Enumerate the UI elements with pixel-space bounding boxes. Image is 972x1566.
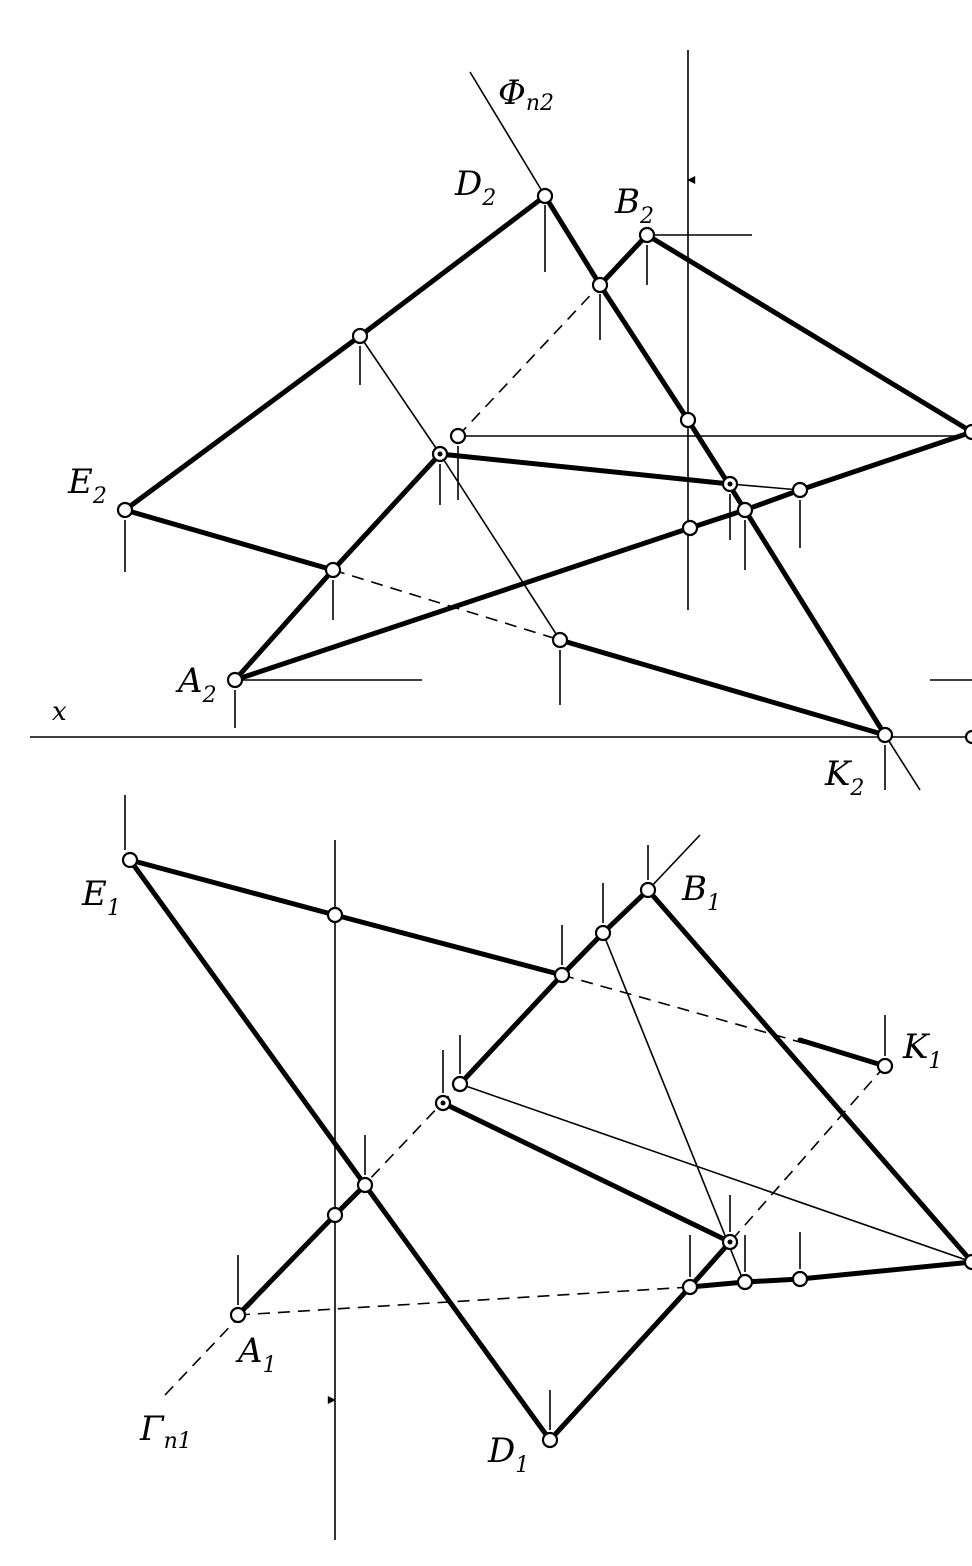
label-e2: E2 [67, 462, 107, 509]
labels: Φп2 D2 B2 E2 A2 x K2 E1 B1 K1 A1 D1 Γп1 [52, 73, 942, 1478]
label-gamma-p1: Γп1 [139, 1409, 192, 1454]
edge-e2-k2-visible [122, 507, 336, 573]
label-b1: B1 [681, 869, 721, 916]
horizontal-projection [121, 795, 972, 1540]
edge-e1-k1-visible [127, 857, 565, 978]
edge-a1-c1-visible [687, 1259, 972, 1290]
point-a1 [229, 1306, 247, 1324]
b1-extension [647, 834, 701, 891]
label-d2: D2 [454, 164, 496, 211]
point-c1 [963, 1253, 972, 1271]
label-e1: E1 [81, 874, 121, 921]
label-phi-p2: Φп2 [498, 73, 554, 116]
point-d2 [536, 187, 554, 205]
construction-line-1 [359, 335, 441, 455]
upper-ticks [124, 205, 886, 790]
edge-b2-c2 [597, 231, 972, 435]
hidden-lower-3 [237, 1286, 691, 1316]
edge-b1-c1 [457, 886, 972, 1265]
label-b2: B2 [614, 182, 654, 229]
upper-points [116, 187, 972, 745]
intersection-line-lower [440, 1100, 733, 1245]
label-x-axis: x [52, 697, 67, 727]
hidden-lower-1 [561, 974, 886, 1067]
construction-lower-1 [602, 932, 746, 1286]
lower-points [121, 851, 972, 1449]
edge-k1-stub [797, 1037, 888, 1069]
hidden-line-upper [457, 284, 601, 437]
point-e2 [116, 501, 134, 519]
intersection-line-upper [437, 451, 733, 487]
label-a2: A2 [175, 661, 217, 708]
edge-k2-visible [557, 637, 888, 738]
construction-lower-2 [459, 1083, 972, 1263]
label-k1: K1 [902, 1027, 942, 1074]
edge-e1-d1 [127, 857, 733, 1444]
label-a1: A1 [235, 1331, 277, 1378]
construction-line-2 [439, 453, 561, 641]
point-b1 [639, 881, 657, 899]
point-k1 [876, 1057, 894, 1075]
plane-trace-k2-extension [884, 734, 921, 791]
point-d1 [541, 1431, 559, 1449]
plane-gamma-trace [164, 1083, 461, 1396]
label-d1: D1 [487, 1431, 529, 1478]
point-c2 [963, 423, 972, 441]
point-b2 [638, 226, 656, 244]
short-construction [729, 483, 801, 491]
point-k2 [876, 726, 894, 744]
label-k2: K2 [824, 754, 864, 801]
hidden-lower-2 [729, 1065, 886, 1243]
lower-ticks [237, 845, 886, 1430]
plane-phi-trace-upper [469, 71, 546, 197]
edge-e2-d2-k2 [122, 192, 888, 738]
frontal-projection [30, 50, 972, 791]
point-e1 [121, 851, 139, 869]
edge-a1-lower [235, 1182, 368, 1318]
point-a2 [226, 671, 244, 689]
